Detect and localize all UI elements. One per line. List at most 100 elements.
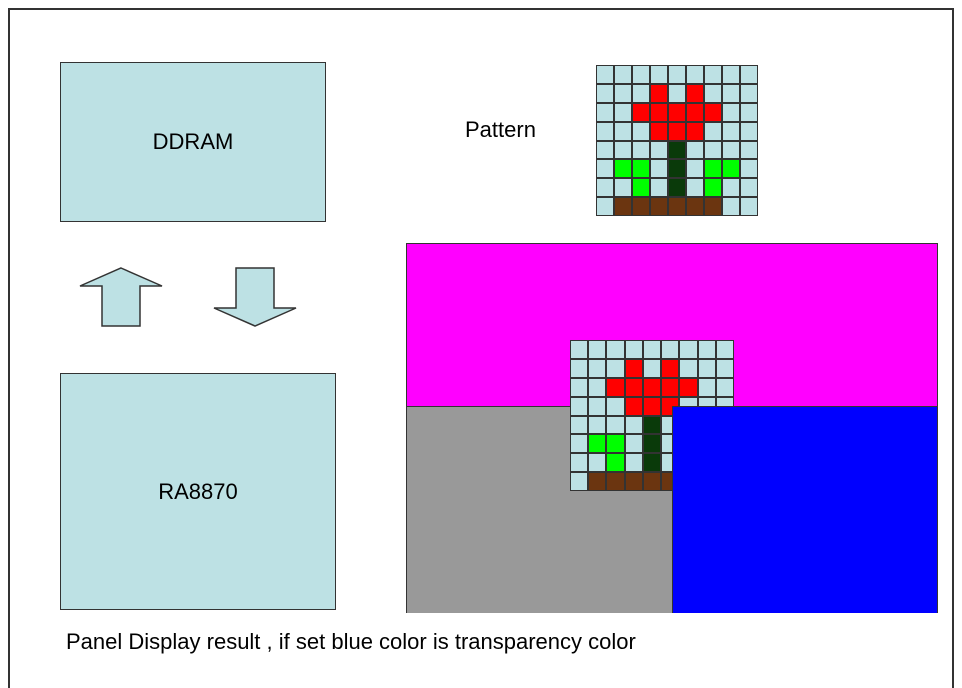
- pattern-cell: [722, 65, 740, 84]
- pattern-cell: [686, 197, 704, 216]
- pattern-cell: [697, 340, 716, 359]
- pattern-cell: [614, 65, 632, 84]
- pattern-cell: [679, 358, 698, 378]
- pattern-cell: [668, 197, 686, 216]
- pattern-cell: [632, 197, 650, 216]
- pattern-cell: [686, 83, 704, 103]
- pattern-cell: [697, 377, 716, 397]
- pattern-cell: [722, 121, 740, 141]
- pattern-cell: [679, 340, 698, 359]
- pattern-cell: [650, 83, 668, 103]
- pattern-cell: [704, 102, 722, 122]
- pattern-cell: [588, 358, 607, 378]
- pattern-cell: [650, 197, 668, 216]
- pattern-cell: [570, 472, 589, 491]
- pattern-cell: [642, 340, 662, 359]
- pattern-cell: [624, 340, 643, 359]
- pattern-cell: [650, 102, 668, 122]
- pattern-cell: [740, 159, 758, 179]
- pattern-cell: [606, 377, 625, 397]
- pattern-cell: [588, 377, 607, 397]
- pattern-cell: [661, 377, 680, 397]
- pattern-cell: [624, 358, 643, 378]
- pattern-cell: [606, 453, 625, 473]
- pattern-cell: [570, 396, 589, 416]
- pattern-cell: [596, 159, 614, 179]
- pattern-cell: [588, 396, 607, 416]
- pattern-cell: [596, 83, 614, 103]
- pattern-cell: [614, 178, 632, 198]
- pattern-cell: [740, 197, 758, 216]
- up-arrow-icon: [79, 267, 163, 327]
- pattern-cell: [570, 453, 589, 473]
- pattern-cell: [722, 83, 740, 103]
- pattern-cell: [606, 396, 625, 416]
- pattern-cell: [668, 121, 686, 141]
- pattern-cell: [668, 159, 686, 179]
- pattern-cell: [715, 377, 734, 397]
- pattern-cell: [650, 65, 668, 84]
- pattern-grid: [596, 65, 758, 216]
- pattern-cell: [624, 434, 643, 454]
- pattern-cell: [668, 140, 686, 160]
- pattern-label: Pattern: [465, 117, 536, 142]
- pattern-cell: [740, 65, 758, 84]
- pattern-cell: [740, 102, 758, 122]
- pattern-cell: [632, 83, 650, 103]
- pattern-cell: [740, 140, 758, 160]
- pattern-cell: [697, 358, 716, 378]
- pattern-cell: [740, 83, 758, 103]
- pattern-cell: [596, 178, 614, 198]
- display-panel: [406, 243, 938, 613]
- pattern-cell: [588, 340, 607, 359]
- pattern-cell: [596, 121, 614, 141]
- pattern-cell: [588, 434, 607, 454]
- pattern-cell: [642, 396, 662, 416]
- pattern-cell: [614, 121, 632, 141]
- pattern-cell: [668, 65, 686, 84]
- pattern-cell: [624, 453, 643, 473]
- pattern-cell: [668, 178, 686, 198]
- pattern-cell: [704, 197, 722, 216]
- pattern-cell: [606, 472, 625, 491]
- pattern-cell: [740, 121, 758, 141]
- pattern-cell: [740, 178, 758, 198]
- pattern-cell: [715, 358, 734, 378]
- pattern-cell: [704, 121, 722, 141]
- pattern-cell: [596, 197, 614, 216]
- pattern-cell: [614, 197, 632, 216]
- ra8870-box: RA8870: [60, 373, 336, 610]
- pattern-cell: [596, 102, 614, 122]
- pattern-cell: [686, 121, 704, 141]
- pattern-cell: [642, 472, 662, 491]
- pattern-cell: [632, 178, 650, 198]
- pattern-cell: [650, 159, 668, 179]
- pattern-cell: [606, 340, 625, 359]
- pattern-cell: [614, 159, 632, 179]
- pattern-cell: [715, 340, 734, 359]
- pattern-cell: [642, 453, 662, 473]
- pattern-cell: [570, 377, 589, 397]
- pattern-cell: [668, 102, 686, 122]
- pattern-cell: [614, 102, 632, 122]
- pattern-cell: [686, 159, 704, 179]
- pattern-cell: [679, 377, 698, 397]
- pattern-cell: [686, 65, 704, 84]
- caption: Panel Display result , if set blue color…: [66, 629, 636, 654]
- pattern-cell: [686, 102, 704, 122]
- pattern-cell: [642, 377, 662, 397]
- pattern-cell: [596, 140, 614, 160]
- down-arrow-icon: [213, 267, 297, 327]
- pattern-cell: [704, 140, 722, 160]
- pattern-cell: [588, 472, 607, 491]
- pattern-cell: [661, 340, 680, 359]
- pattern-cell: [722, 159, 740, 179]
- pattern-cell: [722, 178, 740, 198]
- pattern-cell: [588, 415, 607, 435]
- pattern-cell: [624, 415, 643, 435]
- ddram-label: DDRAM: [152, 129, 234, 154]
- pattern-cell: [686, 140, 704, 160]
- pattern-cell: [632, 159, 650, 179]
- pattern-cell: [614, 140, 632, 160]
- pattern-cell: [632, 102, 650, 122]
